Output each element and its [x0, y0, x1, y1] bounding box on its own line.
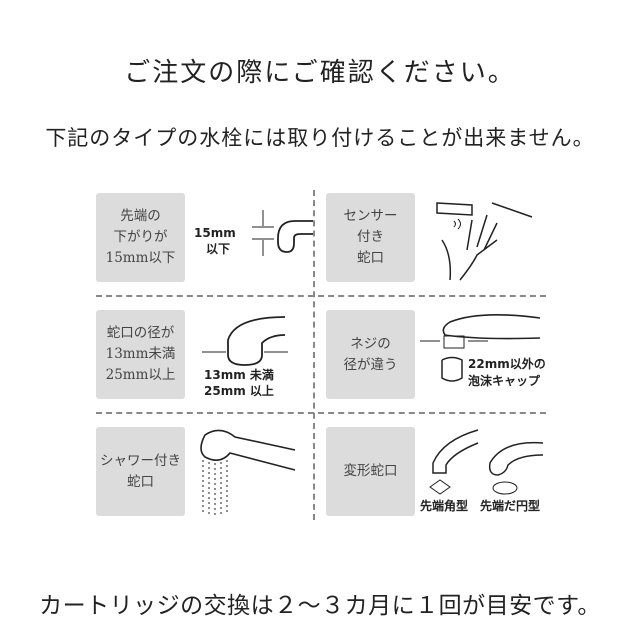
- deformed-faucet-illustration: 先端角型 先端だ円型: [420, 429, 544, 513]
- item-label-shower: シャワー付き 蛇口: [96, 427, 185, 516]
- shower-faucet-icon: [200, 429, 296, 515]
- note: 13mm 未満: [204, 367, 274, 382]
- note: 15mm: [194, 226, 236, 240]
- vertical-divider: [313, 190, 315, 520]
- sensor-hand-icon: [436, 202, 533, 281]
- item-label-thread: ネジの 径が違う: [326, 310, 415, 399]
- thread-cap-illustration: 22mm以外の 泡沫キャップ: [420, 314, 546, 388]
- note: 泡沫キャップ: [468, 373, 541, 388]
- note: 22mm以外の: [468, 356, 546, 371]
- page-title: ご注文の際にご確認ください。: [124, 58, 516, 88]
- note: 先端だ円型: [480, 498, 540, 513]
- note: 以下: [206, 242, 230, 256]
- footer-note: カートリッジの交換は２～３カ月に１回が目安です。: [39, 593, 601, 619]
- note: 先端角型: [420, 498, 468, 513]
- item-label-deformed: 変形蛇口: [326, 427, 415, 516]
- item-label-diameter: 蛇口の径が 13mm未満 25mm以上: [96, 310, 185, 399]
- faucet-diameter-illustration: 13mm 未満 25mm 以上: [202, 316, 288, 398]
- item-label-tip-drop: 先端の 下がりが 15mm以下: [96, 193, 185, 282]
- row-divider: [96, 412, 546, 414]
- subtitle: 下記のタイプの水栓には取り付けることが出来ません。: [45, 126, 595, 150]
- faucet-drop-illustration: 15mm 以下: [194, 210, 313, 256]
- item-label-sensor: センサー 付き 蛇口: [326, 193, 415, 282]
- row-divider: [96, 295, 546, 297]
- note: 25mm 以上: [204, 383, 274, 398]
